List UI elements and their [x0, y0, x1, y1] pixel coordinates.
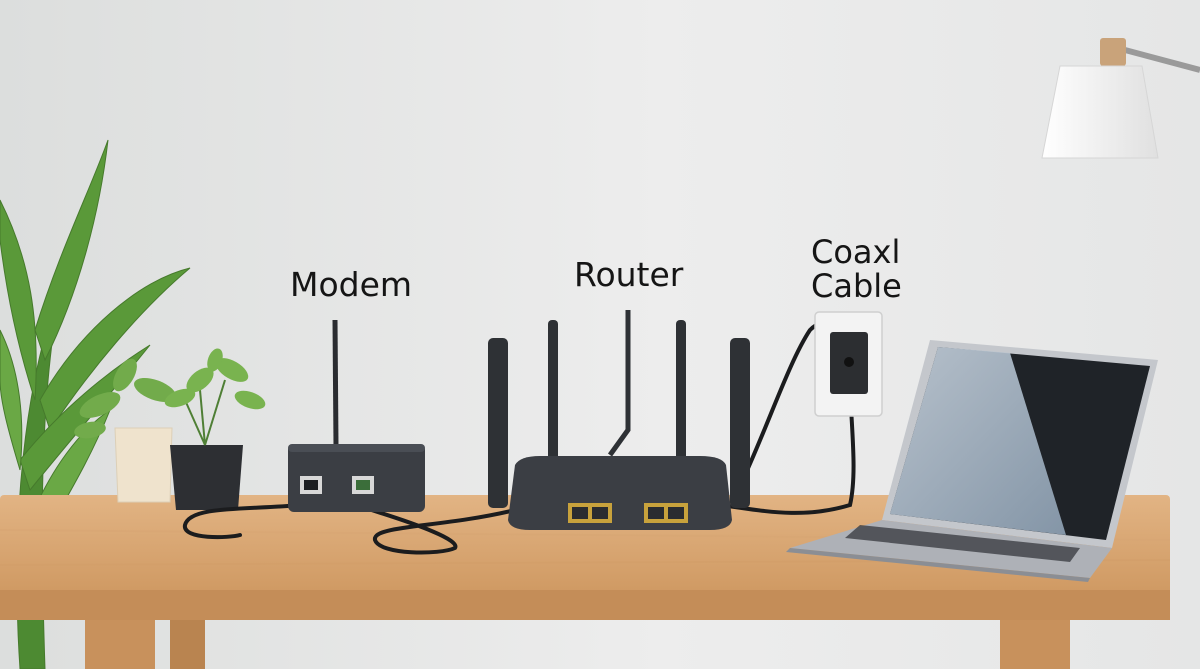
small-plant-white-pot — [74, 358, 176, 503]
wooden-desk — [0, 495, 1171, 669]
modem-device — [288, 319, 425, 512]
modem-label: Modem — [290, 265, 413, 304]
laptop — [786, 340, 1158, 582]
coaxial-cable-label-line2: Cable — [811, 266, 902, 305]
router-label: Router — [574, 255, 684, 294]
small-plant-black-pot — [164, 348, 266, 510]
desk-lamp — [1041, 38, 1200, 159]
router-device — [488, 310, 750, 530]
coaxial-cable-label: Coaxl Cable — [811, 233, 902, 305]
wall-outlet — [814, 311, 883, 417]
coaxial-cable-label-line1: Coaxl — [811, 233, 901, 271]
